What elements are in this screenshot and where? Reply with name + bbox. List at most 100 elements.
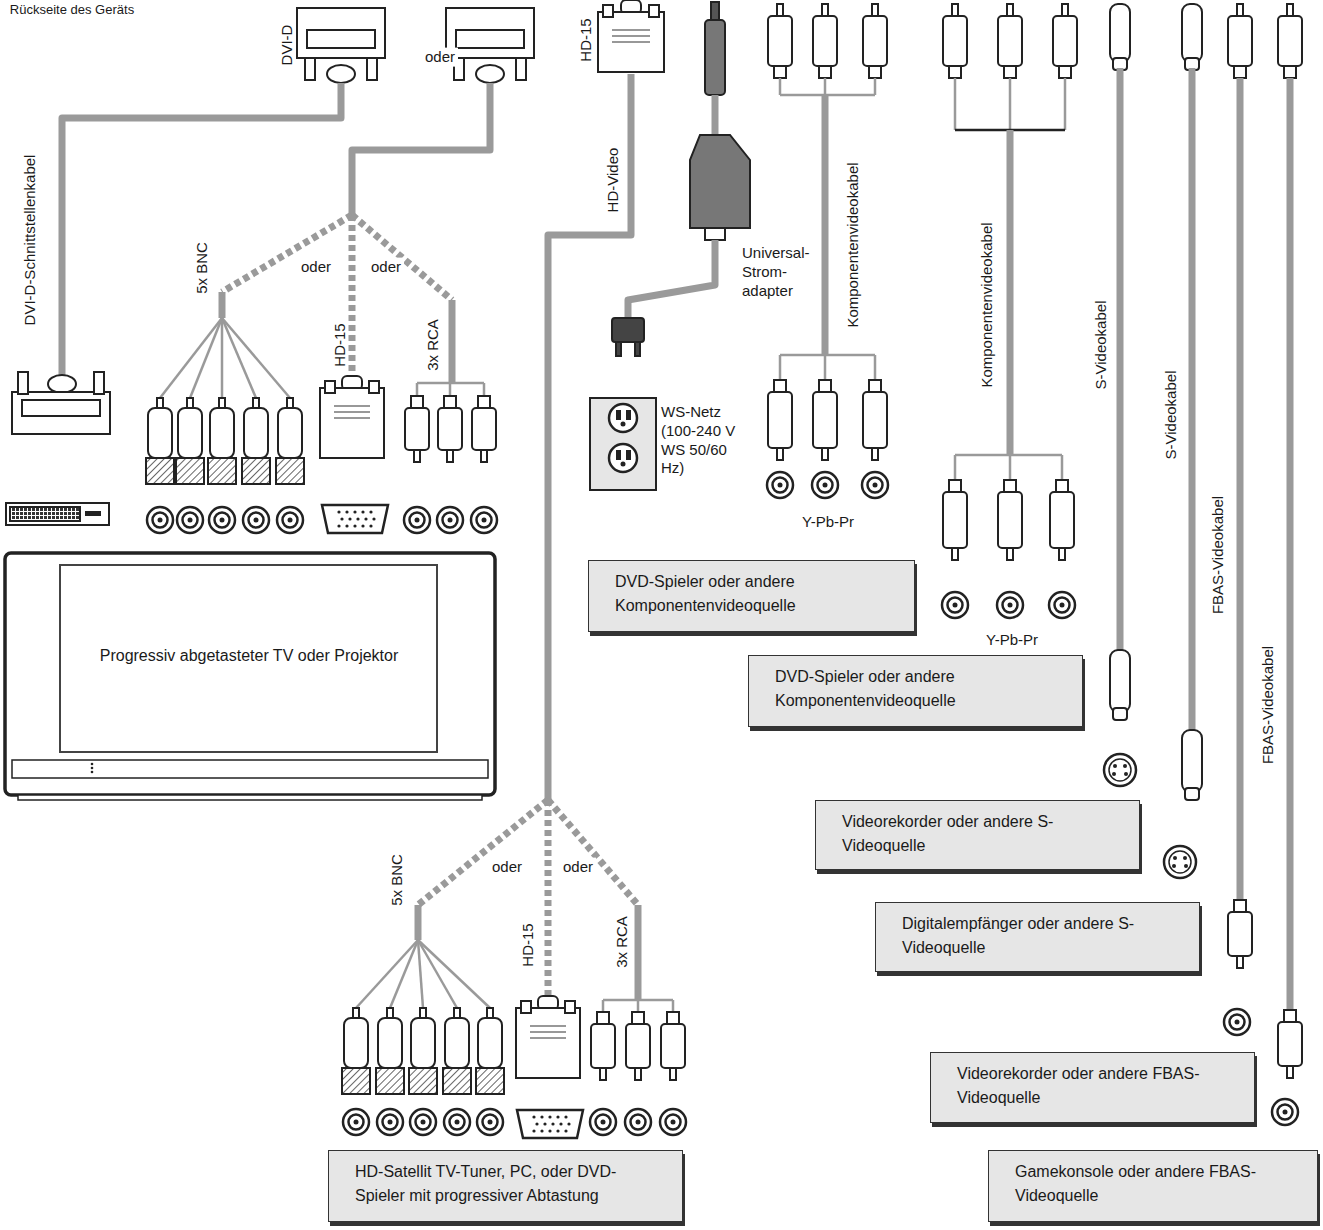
rca-plug-tip	[635, 1068, 641, 1080]
bnc-plug	[244, 408, 268, 458]
cable-label: 3x RCA	[424, 319, 443, 371]
thumbscrew	[367, 58, 377, 80]
pin-hole	[1113, 764, 1117, 768]
rca-plug-tip	[1007, 548, 1013, 560]
rca-plug	[1278, 16, 1302, 66]
thumbscrew	[325, 381, 335, 393]
pin-hole	[1172, 864, 1176, 868]
pin-hole	[556, 1115, 559, 1118]
bnc-plug	[478, 1018, 502, 1068]
tv-control-strip	[12, 760, 488, 778]
rca-plug-neck	[1059, 66, 1071, 78]
cable	[530, 1025, 566, 1026]
cable-label: S-Videokabel	[1092, 301, 1111, 390]
source-device-box: Videorekorder oder andere FBAS-Videoquel…	[930, 1052, 1255, 1123]
rca-plug-tip	[481, 450, 487, 462]
rca-plug-tip	[1007, 4, 1013, 16]
rca-jack-ring	[773, 478, 788, 493]
part-label: Rückseite des Geräts	[10, 2, 134, 18]
part-label: Universal- Strom- adapter	[742, 244, 822, 300]
power-plug	[705, 20, 725, 95]
thumbscrew	[521, 1001, 531, 1013]
cable-label: DVI-D	[278, 25, 297, 66]
hd15-plug	[320, 388, 384, 458]
rca-plug-neck	[667, 1012, 679, 1024]
cable-label: HD-15	[577, 18, 596, 61]
rca-plug-tip	[1237, 4, 1243, 16]
pin-hole	[556, 1129, 559, 1132]
cable	[1007, 130, 1014, 455]
rca-plug	[943, 16, 967, 66]
rca-jack-pin	[953, 603, 958, 608]
socket-ground	[621, 422, 626, 427]
bnc-neck	[219, 398, 225, 408]
rca-jack-ring	[410, 513, 425, 528]
dvi-plug	[297, 8, 385, 58]
cable	[1061, 455, 1064, 480]
thumbscrew	[18, 372, 28, 394]
rca-jack-pin	[873, 483, 878, 488]
part-label: WS-Netz (100-240 V WS 50/60 Hz)	[661, 403, 749, 478]
rca-jack	[410, 1109, 436, 1135]
rca-jack-ring	[1055, 598, 1070, 613]
rca-jack-ring	[183, 513, 198, 528]
cable-boot	[476, 65, 504, 83]
rca-plug-neck	[1056, 480, 1068, 492]
thumbscrew	[603, 5, 613, 17]
outlet-socket	[609, 404, 637, 432]
bnc-collar	[376, 1068, 404, 1094]
pin-hole	[1183, 856, 1187, 860]
pin-hole	[356, 517, 359, 520]
cable	[222, 318, 256, 398]
rca-jack-pin	[482, 518, 487, 523]
rca-jack-ring	[349, 1115, 364, 1130]
cable	[1064, 78, 1067, 130]
source-device-box: Videorekorder oder andere S-Videoquelle	[815, 800, 1140, 870]
rca-jack	[942, 592, 968, 618]
cable	[602, 1000, 605, 1012]
cable-label: Komponentenvideokabel	[978, 222, 997, 387]
rca-plug-tip	[600, 1068, 606, 1080]
node-label: DVD-Spieler oder andere Komponentenvideo…	[775, 665, 1068, 713]
plug-prong	[616, 342, 621, 356]
cable	[62, 83, 341, 378]
part-label: Y-Pb-Pr	[799, 513, 857, 532]
part-label: oder	[422, 48, 458, 67]
plug-prong	[635, 342, 640, 356]
s-video-jack-inner	[1169, 851, 1191, 873]
source-device-box: DVD-Spieler oder andere Komponentenvideo…	[748, 655, 1083, 727]
cable	[334, 411, 370, 412]
pin-hole	[372, 517, 375, 520]
rca-jack-pin	[388, 1120, 393, 1125]
rca-plug-neck	[1004, 480, 1016, 492]
pin-hole	[551, 1122, 554, 1125]
rca-plug	[863, 392, 887, 448]
rca-jack	[1272, 1099, 1298, 1125]
thumbscrew	[565, 1001, 575, 1013]
rca-plug	[768, 16, 792, 66]
rca-jack-pin	[1060, 603, 1065, 608]
rca-plug-neck	[444, 396, 456, 408]
rca-plug	[661, 1024, 685, 1068]
node-label: Videorekorder oder andere FBAS-Videoquel…	[957, 1062, 1240, 1110]
bnc-collar	[276, 458, 304, 484]
pin-hole	[337, 510, 340, 513]
rca-plug-tip	[414, 450, 420, 462]
bnc-collar	[176, 458, 204, 484]
rca-plug	[813, 16, 837, 66]
dvi-blade	[86, 512, 100, 515]
rca-plug-tip	[777, 4, 783, 16]
rca-jack	[377, 1109, 403, 1135]
bnc-neck	[454, 1008, 460, 1018]
tv-base	[18, 795, 482, 800]
rca-jack-pin	[1008, 603, 1013, 608]
cable-label: DVI-D-Schnittstellenkabel	[21, 155, 40, 326]
outlet-socket	[609, 444, 637, 472]
socket-slot	[627, 411, 630, 419]
thumbscrew	[305, 58, 315, 80]
cable	[612, 29, 650, 30]
s-video-jack-inner	[1109, 759, 1131, 781]
wall-outlet	[590, 398, 656, 490]
rca-plug-tip	[872, 4, 878, 16]
cable-label: 5x BNC	[193, 242, 212, 294]
